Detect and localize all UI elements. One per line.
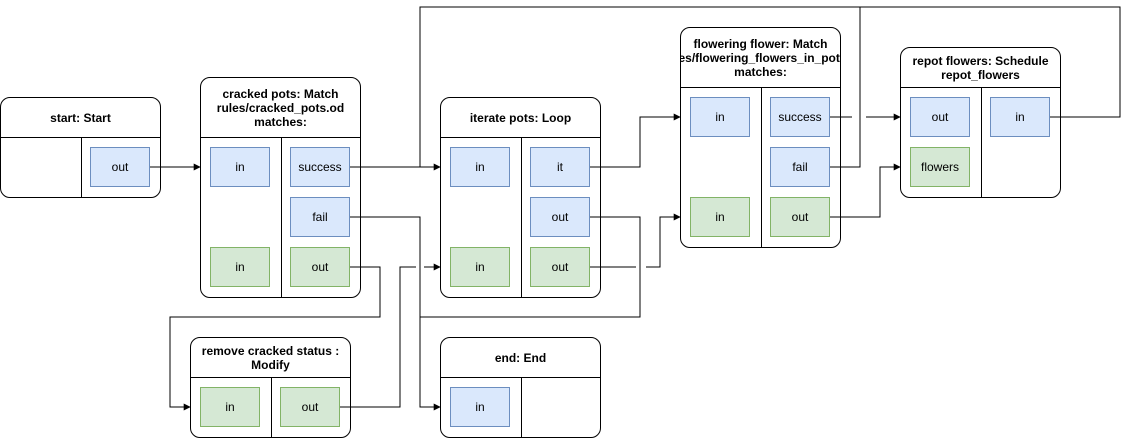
- port-in[interactable]: in: [200, 387, 260, 427]
- edge-cracked-fail-to-end: [350, 216, 441, 411]
- port-it[interactable]: it: [530, 147, 590, 187]
- port-in[interactable]: in: [450, 387, 510, 427]
- port-out[interactable]: out: [770, 197, 830, 237]
- edge-iterate-out-to-flowering-tail: [646, 213, 681, 268]
- node-title: repot flowers: Schedule repot_flowers: [901, 48, 1060, 88]
- port-out[interactable]: out: [530, 247, 590, 287]
- port-success[interactable]: success: [290, 147, 350, 187]
- port-out[interactable]: out: [910, 97, 970, 137]
- port-in[interactable]: in: [690, 197, 750, 237]
- node-divider: [271, 378, 272, 437]
- node-title: remove cracked status : Modify: [191, 338, 350, 378]
- edge-iterate-it-to-flowering: [590, 113, 681, 168]
- node-cracked-pots[interactable]: cracked pots: Match rules/cracked_pots.o…: [200, 77, 361, 298]
- node-divider: [521, 378, 522, 437]
- port-fail[interactable]: fail: [290, 197, 350, 237]
- port-out[interactable]: out: [290, 247, 350, 287]
- node-divider: [521, 138, 522, 297]
- port-out[interactable]: out: [90, 147, 150, 187]
- port-in[interactable]: in: [690, 97, 750, 137]
- port-in[interactable]: in: [210, 147, 270, 187]
- node-title: iterate pots: Loop: [441, 98, 600, 138]
- port-out[interactable]: out: [280, 387, 340, 427]
- port-in[interactable]: in: [450, 147, 510, 187]
- port-in[interactable]: in: [990, 97, 1050, 137]
- node-title: flowering flower: Match rules/flowering_…: [681, 28, 840, 88]
- node-title: end: End: [441, 338, 600, 378]
- port-in[interactable]: in: [210, 247, 270, 287]
- port-flowers[interactable]: flowers: [910, 147, 970, 187]
- node-divider: [281, 138, 282, 297]
- port-out[interactable]: out: [530, 197, 590, 237]
- node-title: start: Start: [1, 98, 160, 138]
- node-divider: [81, 138, 82, 197]
- node-title: cracked pots: Match rules/cracked_pots.o…: [201, 78, 360, 138]
- port-success[interactable]: success: [770, 97, 830, 137]
- node-divider: [761, 88, 762, 247]
- port-in[interactable]: in: [450, 247, 510, 287]
- port-fail[interactable]: fail: [770, 147, 830, 187]
- node-divider: [981, 88, 982, 197]
